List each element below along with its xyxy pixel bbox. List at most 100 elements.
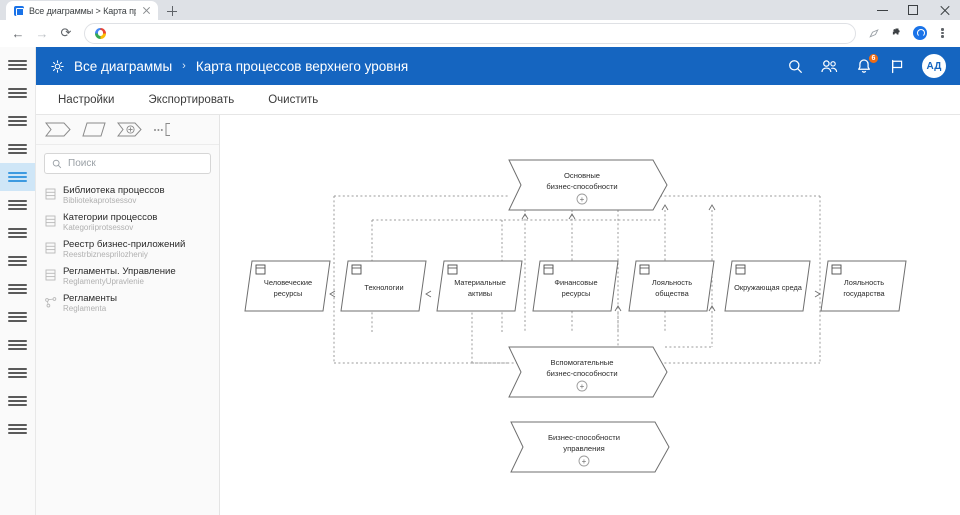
left-panel: Поиск Библиотека процессов Bibliotekapro… [36, 115, 220, 515]
list-item-title: Реестр бизнес-приложений [63, 239, 186, 250]
expander-plus: + [582, 457, 587, 466]
google-g-icon [95, 27, 106, 39]
list-item[interactable]: Реестр бизнес-приложений Reestrbiznespri… [36, 236, 219, 263]
rail-item-8[interactable] [0, 247, 35, 275]
reload-icon[interactable]: ⟳ [60, 25, 72, 40]
node-label-line1: Материальные [454, 278, 506, 287]
list-item-title: Библиотека процессов [63, 185, 165, 196]
rail-item-2[interactable] [0, 79, 35, 107]
breadcrumb: Все диаграммы › Карта процессов верхнего… [50, 59, 786, 74]
resource-icon [735, 264, 746, 275]
plus-icon[interactable] [163, 2, 181, 20]
relation-icon [45, 295, 57, 308]
people-icon[interactable] [820, 57, 839, 76]
menu-item-clear[interactable]: Очистить [268, 93, 319, 106]
app-header-actions: 6 АД [786, 52, 946, 78]
avatar[interactable]: АД [922, 54, 946, 78]
rail-item-5-active[interactable] [0, 163, 35, 191]
node-label-line1: Лояльность [844, 278, 884, 287]
breadcrumb-current: Карта процессов верхнего уровня [195, 58, 409, 74]
node-resource-5: Лояльность общества [628, 260, 715, 312]
rail-item-14[interactable] [0, 415, 35, 443]
list-item-title: Регламенты. Управление [63, 266, 176, 277]
diagram-canvas[interactable]: Основные бизнес-способности + Человеческ… [220, 115, 960, 515]
node-label-line2: общества [655, 289, 689, 298]
node-label-line1: Основные [564, 171, 600, 180]
chevron-shape-tool[interactable] [45, 122, 71, 137]
browser-tab[interactable]: Все диаграммы > Карта процес [6, 1, 158, 20]
app-root: Все диаграммы › Карта процессов верхнего… [0, 47, 960, 515]
list-item-title: Категории процессов [63, 212, 158, 223]
list-item-subtitle: Bibliotekaprotsessov [63, 196, 137, 205]
shape-toolbar [36, 115, 219, 145]
rail-item-10[interactable] [0, 303, 35, 331]
browser-toolbar: ← → ⟳ [0, 20, 960, 47]
menu-icon [8, 367, 27, 379]
search-input[interactable]: Поиск [44, 153, 211, 174]
profile-icon[interactable] [910, 24, 929, 43]
bell-icon[interactable]: 6 [854, 52, 879, 76]
search-icon[interactable] [786, 57, 805, 76]
node-label-line2: управления [563, 444, 604, 453]
list-item-subtitle: Reglamenta [63, 304, 107, 313]
breadcrumb-root[interactable]: Все диаграммы [74, 58, 173, 74]
panel-search: Поиск [36, 145, 219, 180]
rail-item-7[interactable] [0, 219, 35, 247]
extensions-puzzle-icon[interactable] [887, 24, 906, 43]
window-controls [867, 0, 960, 20]
diagram-svg: Основные бизнес-способности + Человеческ… [244, 159, 907, 473]
rail-item-12[interactable] [0, 359, 35, 387]
node-resource-6: Окружающая среда [724, 260, 811, 312]
search-icon [52, 159, 62, 168]
menu-icon [8, 395, 27, 407]
node-resource-1: Человеческие ресурсы [244, 260, 331, 312]
more-menu-icon[interactable] [933, 24, 952, 43]
back-arrow-icon[interactable]: ← [11, 25, 25, 41]
rail-item-6[interactable] [0, 191, 35, 219]
node-label-line1: Вспомогательные [551, 358, 614, 367]
list-item[interactable]: Категории процессов Kategoriiprotsessov [36, 209, 219, 236]
close-icon[interactable] [141, 5, 152, 16]
rail-item-4[interactable] [0, 135, 35, 163]
node-label-line2: активы [468, 289, 492, 298]
rail-item-9[interactable] [0, 275, 35, 303]
rail-item-13[interactable] [0, 387, 35, 415]
maximize-icon[interactable] [898, 0, 929, 20]
more-shapes-tool[interactable] [153, 122, 173, 137]
browser-tabstrip: Все диаграммы > Карта процес [0, 0, 960, 20]
tab-title: Все диаграммы > Карта процес [29, 5, 136, 16]
expander-plus: + [580, 382, 585, 391]
database-icon [45, 214, 56, 227]
node-label-line2: бизнес-способности [546, 182, 617, 191]
resource-icon [351, 264, 362, 275]
rail-item-11[interactable] [0, 331, 35, 359]
node-label-line2: ресурсы [562, 289, 591, 298]
gear-icon[interactable] [50, 59, 65, 74]
parallelogram-shape-tool[interactable] [82, 122, 106, 137]
rail-item-3[interactable] [0, 107, 35, 135]
node-resource-4: Финансовые ресурсы [532, 260, 619, 312]
database-icon [45, 241, 56, 254]
database-icon [45, 187, 56, 200]
close-icon[interactable] [929, 0, 960, 20]
list-item[interactable]: Регламенты. Управление ReglamentyUpravle… [36, 263, 219, 290]
bookmark-icon[interactable] [864, 24, 883, 43]
forward-arrow-icon[interactable]: → [35, 25, 49, 41]
node-label-line1: Бизнес-способности [548, 433, 620, 442]
list-item[interactable]: Библиотека процессов Bibliotekaprotsesso… [36, 182, 219, 209]
chevron-plus-shape-tool[interactable] [117, 122, 142, 137]
flag-icon[interactable] [888, 57, 907, 76]
rail-item-1[interactable] [0, 51, 35, 79]
menu-icon [8, 199, 27, 211]
menu-item-settings[interactable]: Настройки [58, 93, 115, 106]
app-header: Все диаграммы › Карта процессов верхнего… [36, 47, 960, 85]
address-bar[interactable] [84, 22, 856, 44]
node-label-line1: Окружающая среда [734, 283, 803, 292]
minimize-icon[interactable] [867, 0, 898, 20]
resource-icon [831, 264, 842, 275]
node-label-line1: Финансовые [554, 278, 597, 287]
menu-icon [8, 227, 27, 239]
menu-item-export[interactable]: Экспортировать [148, 93, 235, 106]
resource-icon [543, 264, 554, 275]
list-item[interactable]: Регламенты Reglamenta [36, 290, 219, 317]
